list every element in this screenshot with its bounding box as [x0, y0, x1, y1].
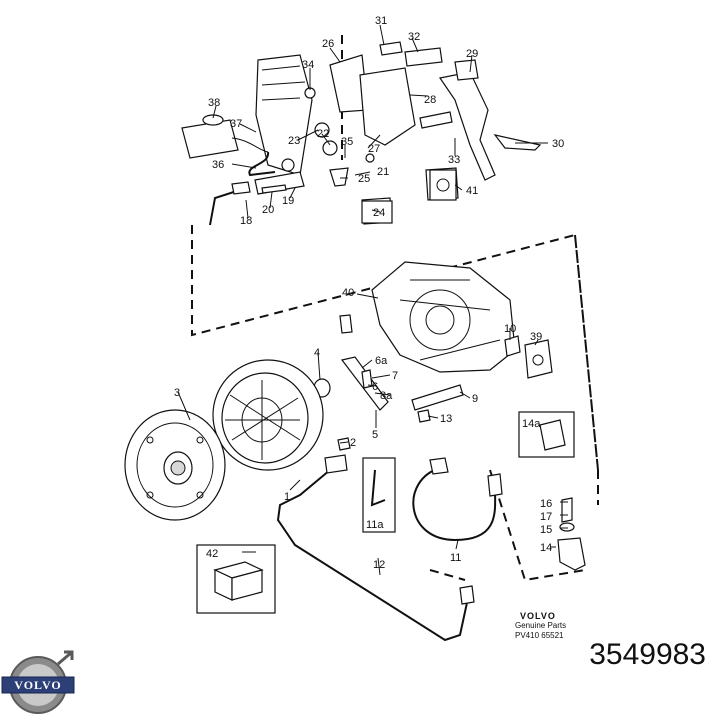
- callout: 19: [282, 195, 294, 207]
- callout: 17: [540, 511, 552, 523]
- callout: 28: [424, 94, 436, 106]
- callout: 18: [240, 215, 252, 227]
- box-42: [196, 544, 276, 614]
- callout: 10: [504, 323, 516, 335]
- callout: 5: [372, 429, 378, 441]
- volvo-logo-text: VOLVO: [14, 678, 61, 692]
- hydraulic-lines: [276, 437, 503, 642]
- callout: 16: [540, 498, 552, 510]
- bracket-assembly: [557, 497, 586, 571]
- clutch-disc: [124, 409, 226, 521]
- callout: 1: [284, 491, 290, 503]
- callout: 11a: [366, 519, 384, 531]
- callout: 40: [342, 287, 354, 299]
- part-number: 3549983: [589, 638, 706, 671]
- callout: 25: [358, 173, 370, 185]
- leader-lines: [177, 24, 568, 576]
- callout: 8a: [380, 390, 393, 402]
- callout: 3: [174, 387, 180, 399]
- reservoir-assembly: [181, 114, 305, 226]
- inset-24: [361, 200, 393, 224]
- callout: 7: [392, 370, 398, 382]
- callout: 22: [317, 128, 329, 140]
- bellhousing: [371, 261, 553, 379]
- callout: 31: [375, 15, 387, 27]
- inset-11a: [362, 457, 396, 533]
- callout: 34: [302, 59, 314, 71]
- callout: 4: [314, 347, 320, 359]
- callout: 23: [288, 135, 300, 147]
- pedal-assembly: [255, 41, 542, 225]
- callout: 12: [373, 559, 385, 571]
- callout: 6: [372, 381, 378, 393]
- callout: 39: [530, 331, 542, 343]
- inset-14a: [518, 411, 575, 458]
- volvo-logo: VOLVO: [1, 650, 75, 714]
- callout: 37: [230, 118, 242, 130]
- pressure-plate: [212, 359, 324, 471]
- callout: 11: [450, 552, 461, 564]
- callout: 36: [212, 159, 224, 171]
- callout-labels: 31 32 26 34 29 38 28 37 23 22 35 27 36 3…: [174, 15, 564, 571]
- callout: 38: [208, 97, 220, 109]
- genuine-parts-label: VOLVO Genuine Parts PV410 65521: [515, 611, 566, 640]
- brand-label-line1: Genuine Parts: [515, 621, 566, 630]
- callout: 32: [408, 31, 420, 43]
- callout: 13: [440, 413, 452, 425]
- callout: 24: [373, 207, 385, 219]
- callout: 14a: [522, 418, 541, 430]
- callout: 35: [341, 136, 353, 148]
- callout: 9: [472, 393, 478, 405]
- callout: 21: [377, 166, 389, 178]
- callout: 27: [368, 143, 380, 155]
- callout: 6a: [375, 355, 388, 367]
- callout: 15: [540, 524, 552, 536]
- brand-label-line2: PV410 65521: [515, 631, 564, 640]
- callout: 30: [552, 138, 564, 150]
- callout: 33: [448, 154, 460, 166]
- callout: 42: [206, 548, 218, 560]
- callout: 2: [350, 437, 356, 449]
- callout: 14: [540, 542, 552, 554]
- callout: 29: [466, 48, 478, 60]
- callout: 41: [466, 185, 478, 197]
- dashed-boundary-lower: [429, 469, 599, 582]
- callout: 26: [322, 38, 334, 50]
- callout: 20: [262, 204, 274, 216]
- brand-label-brand: VOLVO: [520, 611, 556, 621]
- inset-41: [429, 169, 457, 201]
